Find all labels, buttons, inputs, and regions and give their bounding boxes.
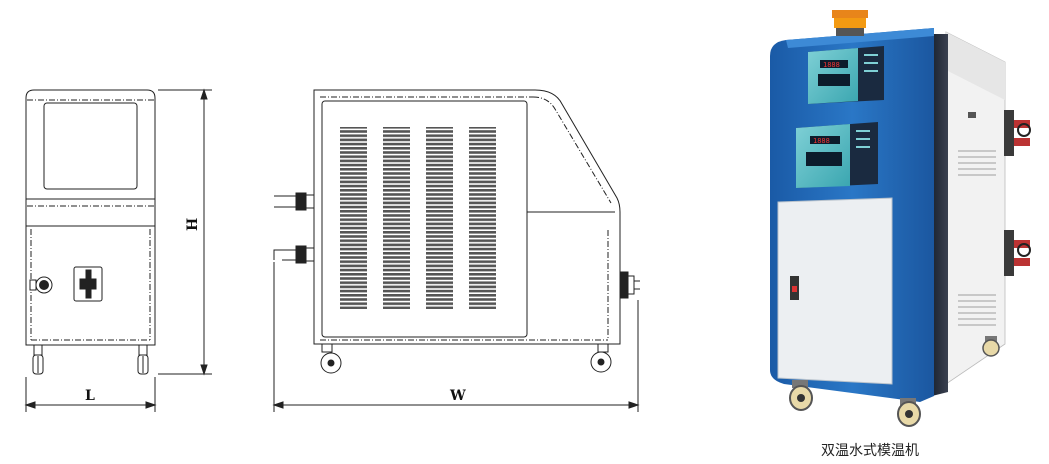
photo-caster-front-left — [789, 380, 813, 411]
indicator-lamp-symbol — [29, 276, 53, 294]
product-caption: 双温水式模温机 — [821, 443, 919, 459]
side-view-louver-panel — [321, 100, 528, 338]
louver-column-2 — [383, 127, 410, 309]
front-view-window — [43, 102, 138, 190]
louver-column-3 — [426, 127, 453, 309]
photo-caster-front-right — [897, 398, 921, 427]
upper-controller-readout: 1888 — [823, 61, 840, 69]
front-view-cabinet — [25, 89, 156, 346]
louver-column-4 — [469, 127, 496, 309]
rear-pipe-fittings — [1004, 110, 1031, 276]
side-valve-fitting — [619, 271, 640, 299]
product-photo: 1888 1888 — [770, 10, 1031, 427]
pipe-fitting-lower — [273, 245, 315, 264]
length-label: L — [85, 388, 95, 404]
gray-access-door — [777, 197, 893, 385]
length-dimension — [24, 377, 157, 412]
main-switch-symbol — [73, 266, 103, 302]
lower-controller-panel: 1888 — [796, 122, 878, 188]
width-dimension — [272, 262, 640, 412]
side-caster-left — [320, 343, 342, 374]
upper-controller-panel: 1888 — [808, 46, 884, 104]
height-label: H — [185, 218, 201, 231]
side-view-drawing — [273, 89, 640, 374]
side-view-cabinet — [313, 89, 621, 345]
photo-caster-rear — [982, 336, 1000, 357]
height-dimension — [158, 88, 212, 376]
warning-beacon — [832, 10, 868, 36]
louver-column-1 — [340, 127, 367, 309]
side-caster-right — [590, 343, 612, 373]
front-view-drawing — [25, 89, 156, 375]
front-caster-left — [32, 344, 44, 375]
pipe-fitting-upper — [274, 192, 315, 211]
width-label: W — [449, 388, 466, 404]
lower-controller-readout: 1888 — [813, 137, 830, 145]
front-caster-right — [137, 344, 149, 375]
